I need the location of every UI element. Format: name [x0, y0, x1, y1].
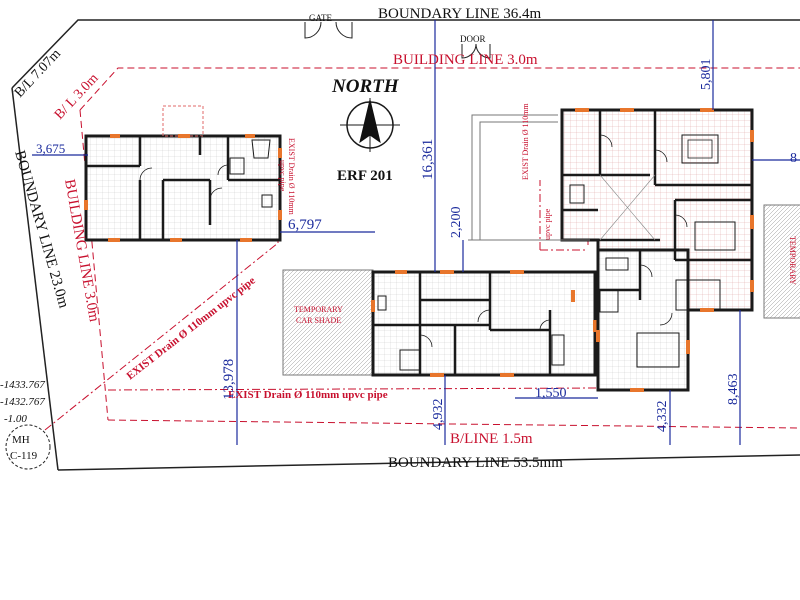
manhole-label-2: C-119 — [10, 450, 38, 462]
level-label-3: -1.00 — [4, 413, 27, 425]
dim-4332: 4,332 — [655, 401, 670, 433]
dim-13978: 13,978 — [221, 359, 237, 400]
dim-16361: 16,361 — [420, 139, 436, 180]
car-shade-label-1: TEMPORARY — [294, 305, 343, 314]
dimension-lines — [32, 20, 800, 445]
gate-label: GATE — [309, 13, 332, 23]
dim-3675: 3,675 — [36, 141, 65, 156]
car-shade-label-2: CAR SHADE — [296, 316, 341, 325]
dim-2200: 2,200 — [449, 207, 464, 239]
manhole — [5, 424, 51, 470]
drain-vertical-2a: EXIST Drain Ø 110mm — [521, 103, 530, 180]
drain-diagonal-label: EXIST Drain Ø 110mm upvc pipe — [124, 275, 257, 383]
building-c — [560, 108, 754, 392]
building-line-corner-label: B/ L 3.0m — [52, 71, 102, 123]
temporary-car-shade — [282, 269, 374, 376]
temporary-structure-right — [763, 204, 800, 319]
manhole-label-1: MH — [12, 434, 30, 446]
drain-bottom-label: EXIST Drain Ø 110mm upvc pipe — [228, 389, 388, 401]
boundary-bottom-label: BOUNDARY LINE 53.5mm — [388, 455, 563, 471]
dim-8: 8 — [790, 151, 797, 166]
building-b — [371, 270, 597, 377]
boundary-left-label: BOUNDARY LINE 23.0m — [11, 149, 71, 311]
temporary-right-label: TEMPORARY — [788, 236, 797, 285]
north-arrow — [340, 98, 400, 152]
dim-6797: 6,797 — [288, 217, 322, 233]
boundary-lines — [11, 19, 800, 471]
building-lines — [79, 67, 800, 429]
dim-5801: 5,801 — [699, 59, 714, 91]
level-label-1: -1433.767 — [0, 379, 45, 391]
driveway-lines — [468, 114, 590, 241]
drain-vertical-1a: EXIST Drain Ø 110mm — [287, 138, 296, 215]
drain-vertical-2b: upvc pipe — [543, 208, 552, 240]
boundary-corner-label: B/L 7.07m — [12, 46, 64, 100]
door-label: DOOR — [460, 34, 486, 44]
door-symbol — [461, 43, 491, 59]
erf-label: ERF 201 — [337, 168, 393, 184]
building-line-bottom-label: B/LINE 1.5m — [450, 431, 533, 447]
building-line-top-label: BUILDING LINE 3.0m — [393, 52, 538, 68]
north-label: NORTH — [331, 76, 400, 97]
dim-4932: 4,932 — [431, 399, 446, 431]
gate-symbol — [304, 21, 353, 39]
dim-8463: 8,463 — [726, 374, 741, 406]
drain-vertical-1b: upvc pipe — [278, 160, 287, 192]
building-a — [84, 105, 282, 242]
level-label-2: -1432.767 — [0, 396, 45, 408]
boundary-top-label: BOUNDARY LINE 36.4m — [378, 6, 542, 22]
dim-1550: 1,550 — [535, 386, 567, 401]
